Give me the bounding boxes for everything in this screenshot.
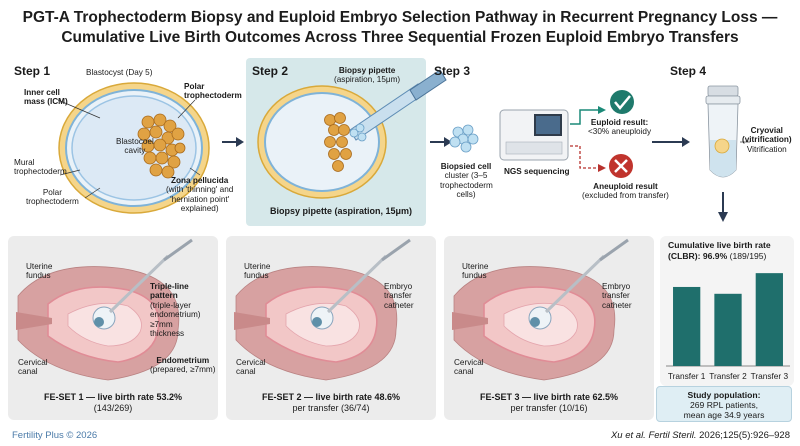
- category-label-3: Transfer 3: [751, 371, 789, 381]
- bar-2: [714, 293, 742, 366]
- ngs-label: NGS sequencing: [504, 167, 570, 176]
- fe1-endometrium-label: Endometrium(prepared, ≥7mm): [150, 356, 216, 375]
- step-3-label: Step 3: [434, 64, 471, 78]
- title-line-1: PGT-A Trophectoderm Biopsy and Euploid E…: [22, 9, 778, 26]
- footer-right: Xu et al. Fertil Steril. 2026;125(5):926…: [610, 430, 790, 441]
- euploid-label: Euploid result:<30% aneuploidy: [588, 118, 652, 137]
- cervix-2: [234, 312, 270, 330]
- catheter-handle-2: [381, 238, 411, 262]
- transfer-catheter-2: [326, 254, 388, 314]
- fe1-caption: FE-SET 1 — live birth rate 53.2%(143/269…: [43, 392, 183, 413]
- biopsy-pipette-caption: Biopsy pipette (aspiration, 15μm): [269, 206, 413, 216]
- bar-3: [755, 273, 783, 366]
- chart-title: Cumulative live birth rate(CLBR): 96.9% …: [668, 240, 771, 261]
- catheter-handle-1: [163, 238, 193, 262]
- step-2-label: Step 2: [252, 64, 289, 78]
- category-label-2: Transfer 2: [709, 371, 747, 381]
- catheter-handle-3: [599, 238, 629, 262]
- cervix-3: [452, 312, 488, 330]
- bar-1: [673, 286, 701, 366]
- embryo-icm-1: [94, 317, 104, 327]
- transfer-catheter-3: [544, 254, 606, 314]
- pipette-label: Biopsy pipette(aspiration, 15μm): [334, 66, 401, 85]
- cervix-1: [16, 312, 52, 330]
- category-label-1: Transfer 1: [668, 371, 706, 381]
- step-1-label: Step 1: [14, 64, 51, 78]
- footer-left: Fertility Plus © 2026: [12, 430, 98, 441]
- aneuploid-label: Aneuploid result(excluded from transfer): [582, 182, 669, 201]
- transfer-catheter-1: [108, 254, 170, 314]
- zona-pellucida-label: Zona pellucida(with 'thinning' and'herni…: [166, 176, 234, 214]
- embryo-icm-2: [312, 317, 322, 327]
- blastocyst-label: Blastocyst (Day 5): [86, 68, 153, 77]
- study-population-box: Study population:269 RPL patients,mean a…: [656, 386, 792, 422]
- fe3-caption: FE-SET 3 — live birth rate 62.5%per tran…: [479, 392, 619, 413]
- fe2-caption: FE-SET 2 — live birth rate 48.6%per tran…: [261, 392, 401, 413]
- cryovial-label: Cryovial(vitrification)Vitrification: [742, 126, 792, 154]
- step-4-label: Step 4: [670, 64, 707, 78]
- title-line-2: Cumulative Live Birth Outcomes Across Th…: [61, 29, 739, 46]
- embryo-icm-3: [530, 317, 540, 327]
